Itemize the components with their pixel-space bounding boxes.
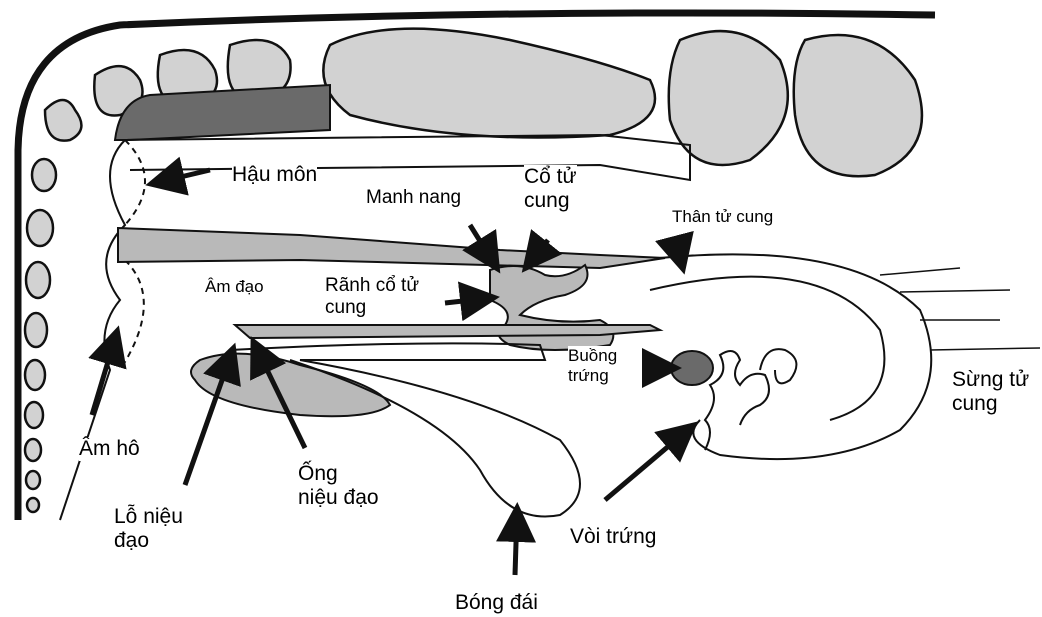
arrow-ranh-co-tu-cung [445, 298, 490, 303]
label-lo-nieu-dao: Lỗ niệu đạo [114, 505, 183, 553]
broad-ligament [880, 268, 1040, 350]
label-bong-dai: Bóng đái [455, 591, 538, 615]
oviduct [705, 351, 769, 450]
label-voi-trung: Vòi trứng [570, 525, 656, 549]
rectum-dark [115, 85, 330, 140]
cervix-folds [490, 265, 613, 350]
perineum [60, 140, 125, 520]
label-hau-mon: Hậu môn [232, 163, 317, 187]
arrow-than-tu-cung [676, 242, 682, 265]
label-sung-tu-cung: Sừng tử cung [952, 368, 1029, 416]
arrow-voi-trung [605, 428, 690, 500]
arrow-bong-dai [515, 512, 517, 575]
label-co-tu-cung: Cổ tử cung [524, 165, 577, 213]
label-ong-nieu-dao: Ống niệu đạo [298, 462, 379, 510]
label-ranh-co-tu-cung: Rãnh cổ tử cung [325, 275, 419, 319]
anus-boundary [125, 140, 145, 225]
label-manh-nang: Manh nang [366, 187, 461, 209]
ovary [671, 351, 713, 385]
vagina-band [118, 228, 665, 268]
arrow-hau-mon [155, 170, 210, 183]
vulva-boundary [120, 260, 144, 370]
label-buong-trung: Buồng trứng [568, 346, 617, 385]
label-am-dao: Âm đạo [205, 277, 264, 297]
label-than-tu-cung: Thân tử cung [672, 207, 773, 227]
label-am-ho: Âm hô [79, 437, 140, 461]
